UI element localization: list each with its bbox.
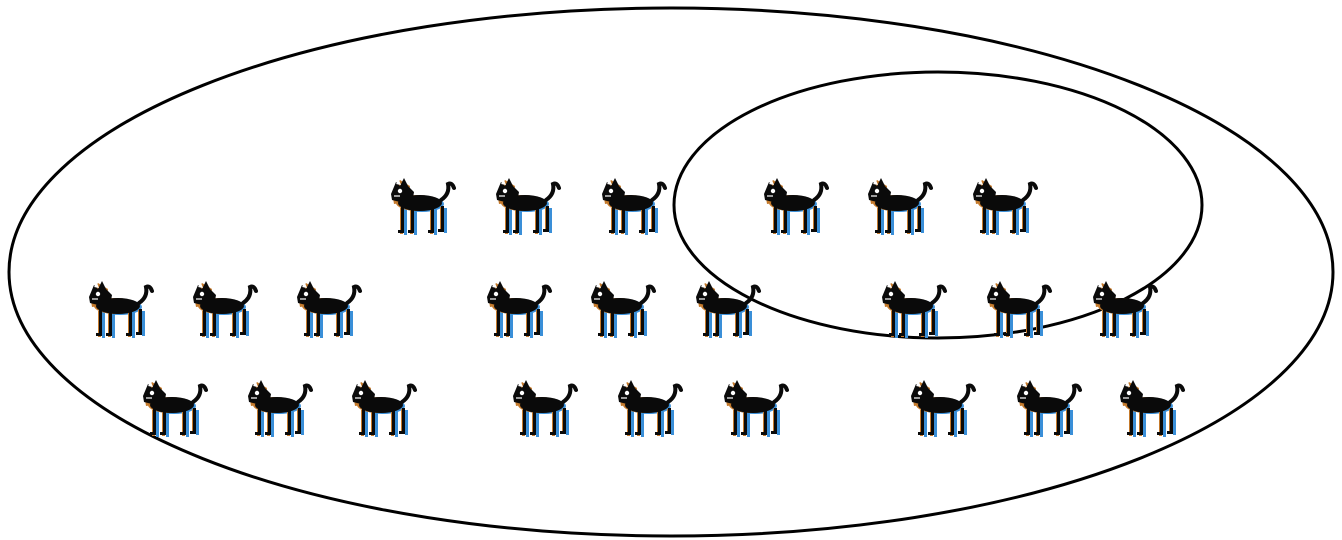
dog-icon [602, 178, 665, 235]
dog-icon [193, 281, 256, 338]
dog-icon [868, 178, 931, 235]
dog-icon [618, 380, 681, 437]
dog-icon [911, 380, 974, 437]
dog-icon [248, 380, 311, 437]
dog-icon [496, 178, 559, 235]
dog-icon [1120, 380, 1183, 437]
dog-icon [724, 380, 787, 437]
dog-icon [143, 380, 206, 437]
dog-icon [352, 380, 415, 437]
dog-icon [591, 281, 654, 338]
dog-icon [764, 178, 827, 235]
dog-icon [1093, 281, 1156, 338]
dog-icon [973, 178, 1036, 235]
dog-icon [513, 380, 576, 437]
dog-icon [882, 281, 945, 338]
dog-icon [487, 281, 550, 338]
dog-icon [297, 281, 360, 338]
dog-icon [987, 281, 1050, 338]
outer-set-ellipse [9, 8, 1333, 536]
dog-icon [1017, 380, 1080, 437]
dog-icon [391, 178, 454, 235]
dog-icon [89, 281, 152, 338]
dog-icon [696, 281, 759, 338]
